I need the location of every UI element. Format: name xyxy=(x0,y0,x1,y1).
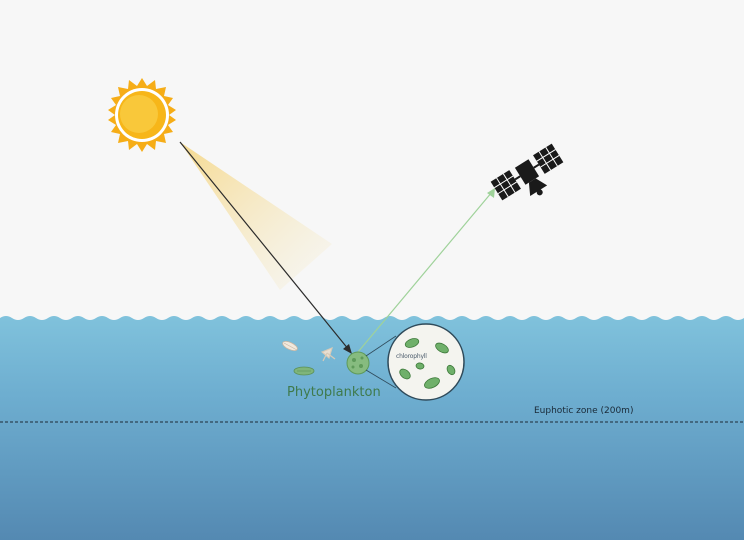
magnifier-connector-top xyxy=(365,335,397,357)
plankton-organisms xyxy=(282,340,336,376)
phytoplankton-cell xyxy=(346,351,370,375)
sun-beam xyxy=(180,142,332,290)
reflected-light-ray xyxy=(357,191,493,353)
incoming-light-ray xyxy=(179,141,350,351)
phytoplankton-label: Phytoplankton xyxy=(287,385,381,400)
reflected-ray-arrowhead xyxy=(487,188,495,198)
chlorophyll-label: chlorophyll xyxy=(396,353,427,360)
magnifier-circle-icon xyxy=(387,323,465,401)
incoming-ray-arrowhead xyxy=(343,344,352,354)
satellite-icon xyxy=(490,143,564,201)
ocean-water xyxy=(0,316,744,540)
sun-icon xyxy=(108,78,176,152)
sky xyxy=(0,0,744,320)
euphotic-zone-label: Euphotic zone (200m) xyxy=(534,406,634,416)
magnifier-connector-bottom xyxy=(365,369,397,389)
